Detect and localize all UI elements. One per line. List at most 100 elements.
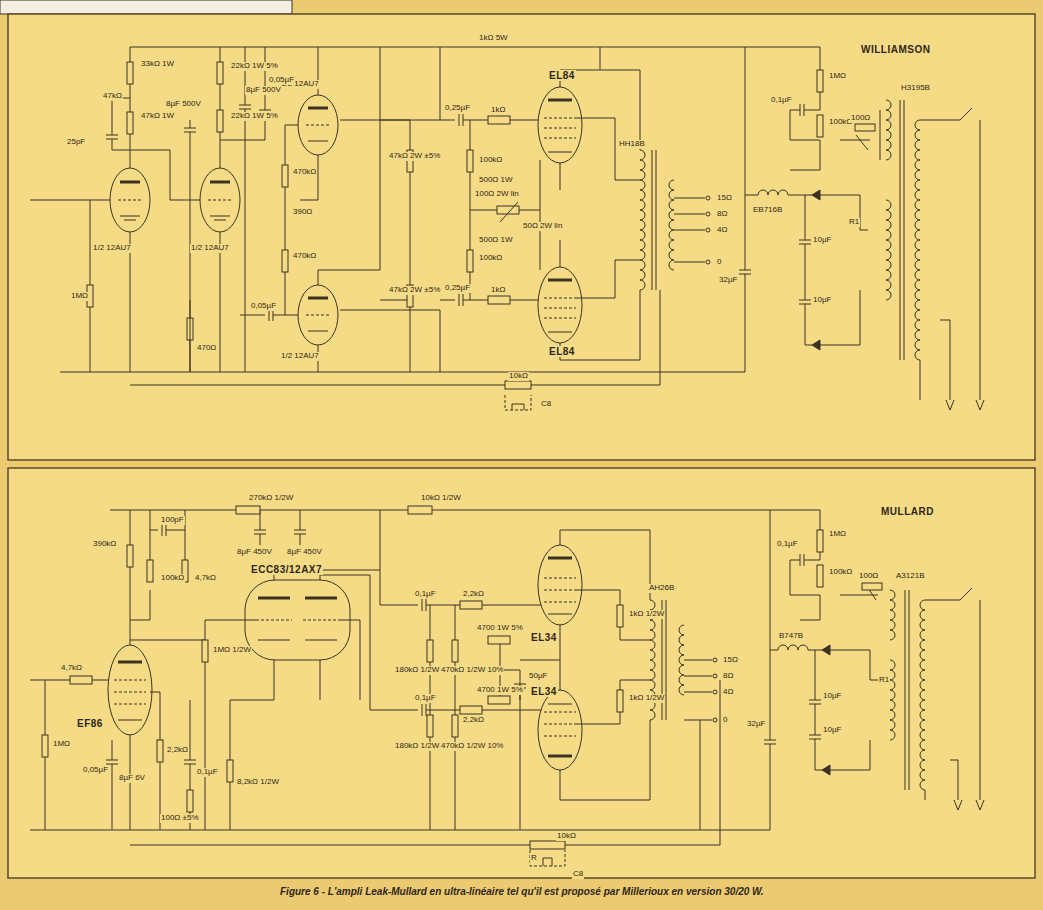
component-label: 4700 1W 5% [476,624,524,633]
component-label: 100Ω ±5% [160,814,200,823]
component-label: EL84 [548,346,576,357]
component-label: 1MΩ [52,740,71,749]
component-label: EF86 [76,718,104,729]
component-label: 0,1µF [414,590,437,599]
component-label: 50µF [528,672,548,681]
component-label: 8µF 450V [236,548,273,557]
component-label: 1/2 12AU7 [190,244,230,253]
component-label: 4,7kΩ [194,574,217,583]
component-label: 47kΩ 2W ±5% [388,286,441,295]
component-label: 0,1µF [196,768,219,777]
component-label: 1kΩ 1/2W [628,694,665,703]
component-label: 100kΩ [478,156,503,165]
component-label: 2,2kΩ [462,716,485,725]
component-label: ECC83/12AX7 [250,564,323,575]
component-label: 0,1µF [776,540,799,549]
component-label: AH26B [648,584,675,593]
component-label: 470kΩ [292,168,317,177]
component-label: 0,1µF [414,694,437,703]
component-label: 10kΩ 1/2W [420,494,462,503]
component-label: 1kΩ [490,106,506,115]
component-label: 0,05µF [268,76,295,85]
component-label: 100Ω 2W lin [474,190,520,199]
component-label: 1MΩ [828,72,847,81]
component-label: 4700 1W 5% [476,686,524,695]
component-label: 2,2kΩ [462,590,485,599]
component-label: HH18B [618,140,646,149]
component-label: 500Ω 1W [478,176,514,185]
component-label: 470Ω [196,344,217,353]
component-label: 390Ω [292,208,313,217]
component-label: EL84 [548,70,576,81]
component-label: 10µF [812,296,832,305]
component-label: 15Ω [722,656,739,665]
component-label: 8µF 500V [245,86,282,95]
component-label: 0,1µF [770,96,793,105]
component-label: WILLIAMSON [860,44,931,55]
component-label: 47kΩ 2W ±5% [388,152,441,161]
component-label: 100kΩ [828,568,853,577]
component-label: 1kΩ 1/2W [628,610,665,619]
component-label: A3121B [895,572,925,581]
component-label: 22kΩ 1W 5% [230,112,279,121]
component-label: 0,25µF [444,284,471,293]
component-label: 33kΩ 1W [140,60,175,69]
component-label: 390kΩ [92,540,117,549]
component-label: 4Ω [716,226,728,235]
component-label: 270kΩ 1/2W [248,494,294,503]
component-label: 500Ω 1W [478,236,514,245]
component-label: H3195B [900,84,931,93]
component-label: 8Ω [722,672,734,681]
component-label: 1MΩ [70,292,89,301]
component-label: 100kΩ [478,254,503,263]
component-label: MULLARD [880,506,935,517]
component-label: 32µF [746,720,766,729]
component-label: R [530,854,538,863]
component-label: 100Ω [850,114,871,123]
component-label: 32µF [718,276,738,285]
component-label: 1kΩ 5W [478,34,509,43]
component-label: R1 [848,218,860,227]
component-label: 0 [716,258,722,267]
component-label: 1/2 12AU7 [92,244,132,253]
component-label: 10kΩ [508,372,529,381]
component-label: 8Ω [716,210,728,219]
component-label: 47kΩ [102,92,123,101]
component-label: 8µF 450V [286,548,323,557]
component-label: 470kΩ [292,252,317,261]
component-label: EL34 [530,632,558,643]
component-label: 0,05µF [82,766,109,775]
component-label: 100Ω [858,572,879,581]
figure-caption: Figure 6 - L'ampli Leak-Mullard en ultra… [280,886,764,897]
component-label: 15Ω [716,194,733,203]
component-label: 1/2 12AU7 [280,352,320,361]
component-label: 8,2kΩ 1/2W [236,778,280,787]
component-label: 22kΩ 1W 5% [230,62,279,71]
component-label: B747B [778,632,804,641]
component-label: 1MΩ [828,530,847,539]
component-label: 1kΩ [490,286,506,295]
component-label: 0,05µF [250,302,277,311]
component-label: C8 [572,870,584,879]
component-label: 10µF [812,236,832,245]
component-label: 100kΩ [160,574,185,583]
component-label: R1 [878,676,890,685]
component-label: 0,25µF [444,104,471,113]
component-label: 470kΩ 1/2W 10% [440,666,504,675]
component-label: EB716B [752,206,783,215]
component-label: 0 [722,716,728,725]
component-label: 10µF [822,692,842,701]
component-label: C8 [540,400,552,409]
component-label: 4Ω [722,688,734,697]
component-label: 2,2kΩ [166,746,189,755]
component-label: 47kΩ 1W [140,112,175,121]
component-label: 470kΩ 1/2W 10% [440,742,504,751]
component-label: 8µF 6V [118,774,146,783]
component-label: 100pF [160,516,185,525]
component-label: 10kΩ [556,832,577,841]
component-label: 50Ω 2W lin [522,222,563,231]
component-label: 8µF 500V [165,100,202,109]
component-label: 4,7kΩ [60,664,83,673]
component-label: 1MΩ 1/2W [212,646,252,655]
